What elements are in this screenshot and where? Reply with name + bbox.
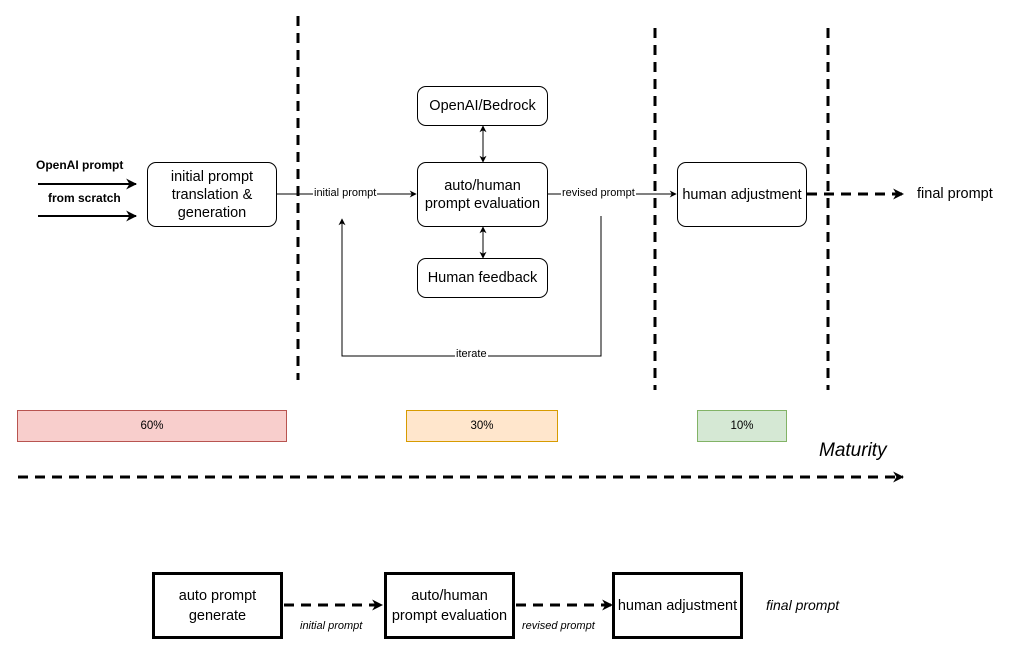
stage-bar-3: 10% — [697, 410, 787, 442]
node-initial-generation[interactable]: initial prompt translation & generation — [147, 162, 277, 227]
stage-bar-1-value: 60% — [140, 420, 164, 432]
stage-bar-3-value: 10% — [730, 420, 754, 432]
stage-bar-2: 30% — [406, 410, 558, 442]
node-openai-bedrock[interactable]: OpenAI/Bedrock — [417, 86, 548, 126]
node-human-feedback[interactable]: Human feedback — [417, 258, 548, 298]
bottom-final-prompt-label: final prompt — [766, 597, 840, 613]
bottom-node-evaluation[interactable]: auto/human prompt evaluation — [384, 572, 515, 639]
source-label-line1: OpenAI prompt — [36, 158, 124, 172]
bottom-edge-label-initial: initial prompt — [300, 620, 363, 632]
edge-label-initial-prompt: initial prompt — [313, 187, 378, 199]
bottom-node-evaluation-label: auto/human prompt evaluation — [391, 587, 508, 624]
edge-label-revised-prompt: revised prompt — [561, 187, 636, 199]
source-label-line2: from scratch — [48, 191, 121, 205]
bottom-node-human-adjustment[interactable]: human adjustment — [612, 572, 743, 639]
bottom-node-human-adjustment-label: human adjustment — [617, 597, 738, 614]
bottom-node-auto-generate[interactable]: auto prompt generate — [152, 572, 283, 639]
maturity-label: Maturity — [819, 440, 887, 461]
node-human-feedback-label: Human feedback — [427, 270, 538, 286]
final-prompt-label: final prompt — [917, 186, 993, 202]
bottom-node-auto-generate-label: auto prompt generate — [178, 587, 257, 624]
edge-label-iterate: iterate — [455, 348, 488, 360]
node-human-adjustment-label: human adjustment — [682, 186, 802, 203]
node-evaluation-label: auto/human prompt evaluation — [424, 177, 541, 212]
node-initial-generation-label: initial prompt translation & generation — [170, 168, 254, 221]
stage-bar-1: 60% — [17, 410, 287, 442]
bottom-edge-label-revised: revised prompt — [522, 620, 595, 632]
node-evaluation[interactable]: auto/human prompt evaluation — [417, 162, 548, 227]
node-human-adjustment[interactable]: human adjustment — [677, 162, 807, 227]
stage-bar-2-value: 30% — [470, 420, 494, 432]
node-openai-bedrock-label: OpenAI/Bedrock — [429, 98, 536, 114]
